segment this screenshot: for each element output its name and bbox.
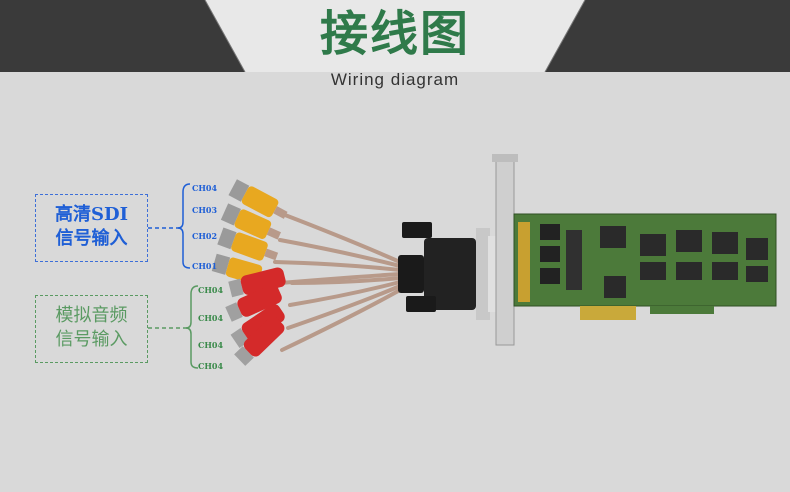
audio-connectors	[225, 267, 286, 366]
sdi-channel-label: CH02	[192, 231, 218, 241]
sdi-input-label-box: 高清SDI 信号输入	[35, 194, 148, 262]
audio-channel-label: CH04	[198, 340, 224, 350]
bnc-connector-ch03	[220, 203, 281, 240]
sdi-channel-label: CH04	[192, 183, 218, 193]
page-title: 接线图	[319, 6, 470, 62]
audio-channel-label: CH04	[198, 313, 224, 323]
cable-bundle	[266, 213, 402, 352]
audio-channel-label: CH04	[198, 361, 224, 371]
sdi-channel-label: CH01	[192, 261, 218, 271]
sdi-brace	[148, 183, 191, 269]
audio-channel-label: CH04	[198, 285, 224, 295]
bnc-connector-ch04	[228, 179, 288, 219]
sdi-channel-label: CH03	[192, 205, 218, 215]
rca-connector-2	[225, 284, 282, 322]
audio-label-line2: 信号输入	[55, 329, 128, 350]
capture-card-pcb	[513, 213, 777, 320]
dsub-connector	[398, 222, 496, 320]
audio-input-label-box: 模拟音频 信号输入	[35, 295, 148, 363]
page-subtitle: Wiring diagram	[330, 70, 460, 89]
sdi-connectors	[211, 179, 288, 285]
audio-label-line1: 模拟音频	[55, 305, 128, 326]
banner-background	[0, 0, 790, 72]
audio-brace	[148, 285, 199, 369]
bnc-connector-ch02	[217, 227, 279, 261]
sdi-label-line2: 信号输入	[55, 228, 128, 249]
pci-bracket	[492, 154, 518, 346]
sdi-label-line1: 高清SDI	[54, 204, 129, 225]
header-banner: 接线图	[0, 0, 790, 72]
rca-connector-4	[234, 316, 285, 366]
